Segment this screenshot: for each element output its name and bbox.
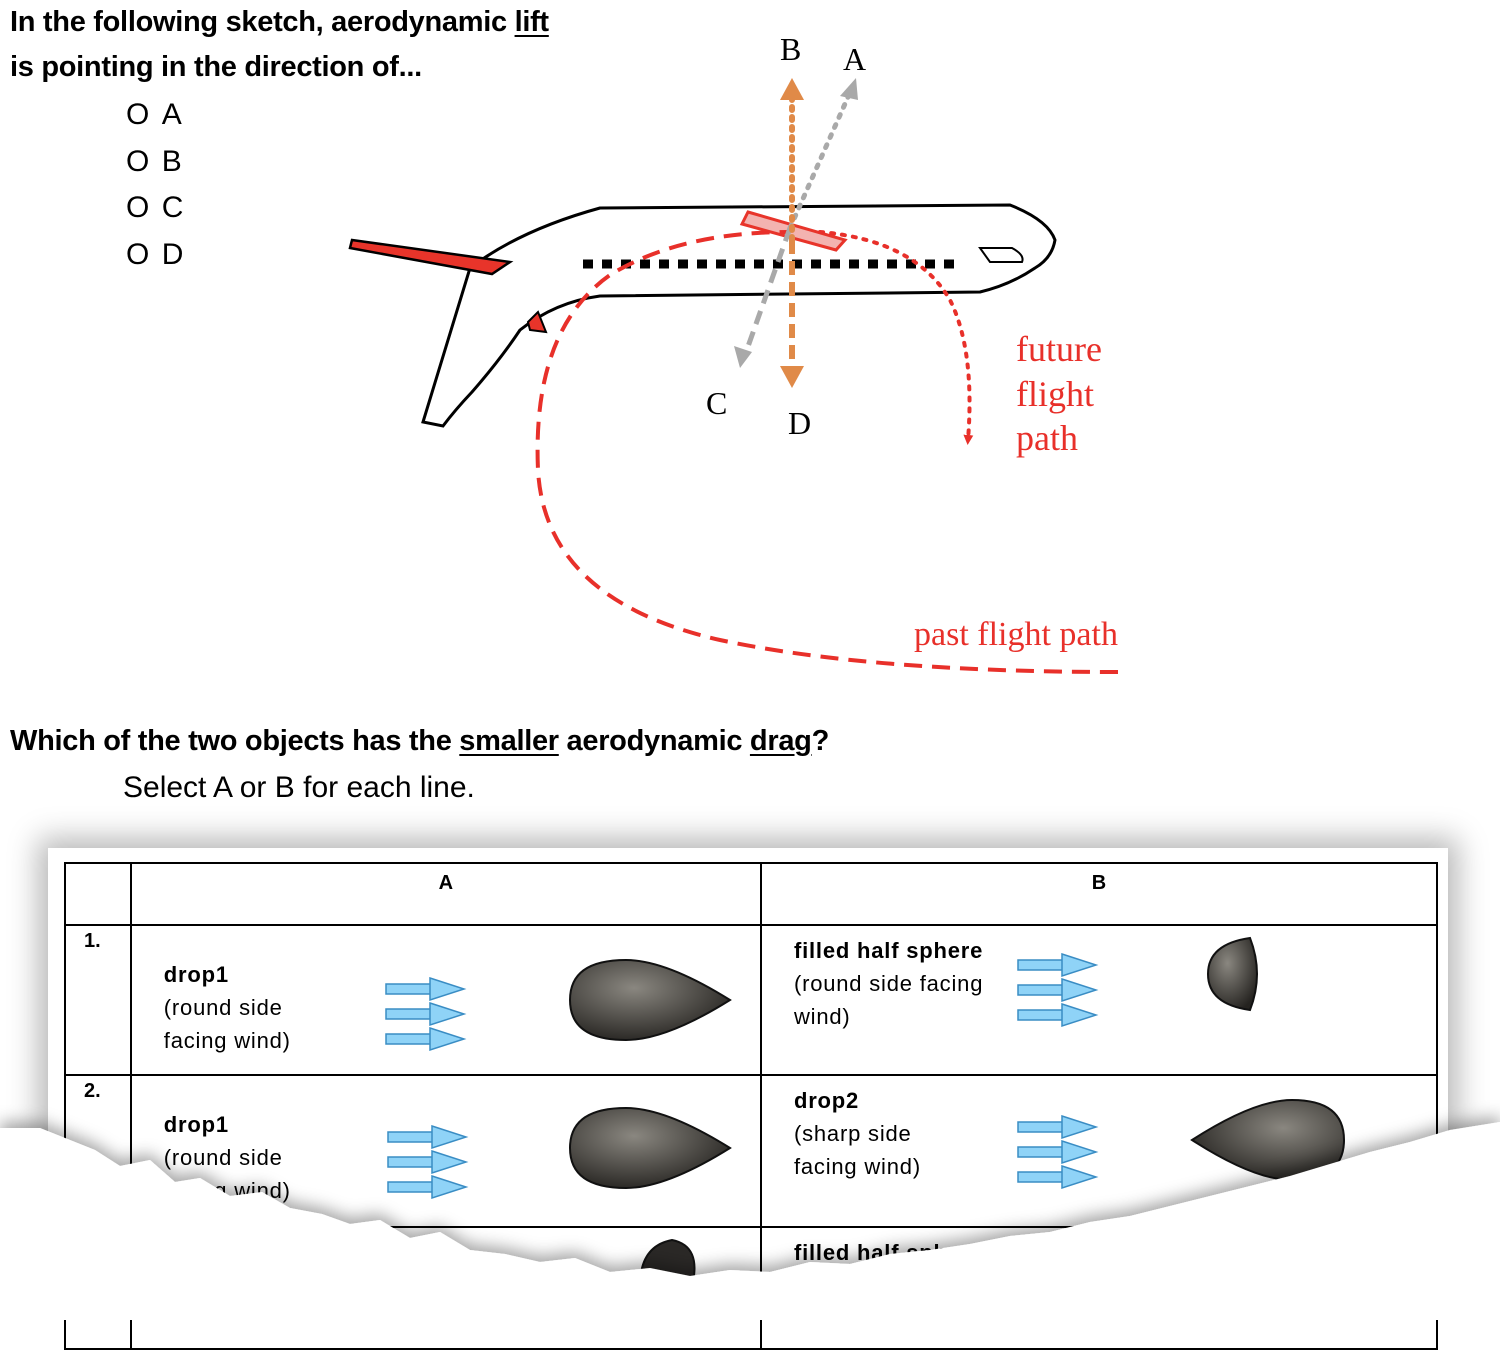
wind-arrows-icon [1017, 952, 1099, 1028]
cockpit-window-icon [978, 247, 1024, 263]
past-flight-path-line [535, 230, 1119, 674]
option-a[interactable]: O A [126, 92, 183, 139]
question2-text: Which of the two objects has the [10, 725, 460, 757]
ventral-fin-icon [526, 310, 548, 334]
arrow-a-head-icon [840, 78, 858, 100]
wind-arrows-icon [1017, 1114, 1099, 1190]
row1-option-a[interactable]: drop1 (round side facing wind) [129, 924, 762, 1076]
arrow-a-line [787, 85, 855, 231]
row-number: 2. [84, 1080, 101, 1102]
arrow-label-a: A [843, 41, 866, 77]
option-label: B [161, 144, 182, 178]
radio-circle-icon[interactable]: O [126, 237, 150, 271]
row2-option-b[interactable]: drop2 (sharp side facing wind) [759, 1074, 1439, 1228]
wind-arrows-icon [387, 1124, 469, 1200]
torn-paper-edge [0, 1122, 1500, 1320]
question1-keyword: lift [514, 6, 550, 38]
airplane-sketch: B A C D future flight path past flight p… [348, 31, 1119, 674]
drop-shape-icon [568, 958, 732, 1042]
object-name: drop2 [793, 1088, 860, 1113]
table-row: 1. drop1 (round side facing wind) f [64, 924, 1439, 1076]
object-description: facing wind) [163, 1028, 291, 1053]
object-description: (round side facing [793, 971, 984, 996]
question2-keyword-smaller: smaller [459, 725, 559, 757]
arrow-label-d: D [788, 405, 811, 441]
arrow-label-c: C [706, 385, 727, 421]
question2-prompt: Which of the two objects has the smaller… [10, 719, 1110, 763]
option-c[interactable]: O C [126, 185, 183, 232]
drop-shape-icon [568, 1106, 732, 1190]
future-path-label-3: path [1016, 418, 1078, 458]
header-b: B [759, 862, 1439, 926]
question2-instruction: Select A or B for each line. [123, 771, 475, 804]
object-description: (sharp side [793, 1121, 912, 1146]
future-flight-path-line [818, 230, 974, 445]
object-description: (round side [163, 1145, 283, 1170]
tail-fin-icon [348, 238, 514, 276]
option-label: A [161, 98, 182, 131]
header-a: A [129, 862, 762, 926]
object-description: (round side [163, 995, 283, 1020]
half-sphere-icon [1206, 936, 1258, 1012]
arrow-label-b: B [780, 31, 801, 67]
object-name: filled half sphere [793, 938, 984, 963]
past-path-label: past flight path [914, 616, 1118, 653]
object-description: facing wind) [793, 1154, 921, 1179]
answer-options: O A O B O C O D [126, 92, 183, 278]
row1-option-b[interactable]: filled half sphere (round side facing wi… [759, 924, 1439, 1076]
arrow-c-line [742, 227, 793, 356]
table-header-row: A B [64, 862, 1439, 926]
radio-circle-icon[interactable]: O [126, 98, 150, 131]
question2-text-end: ? [811, 725, 830, 757]
arrow-d-head-icon [780, 366, 804, 388]
arrow-c-head-icon [734, 346, 752, 368]
question1-text: In the following sketch, aerodynamic [10, 6, 515, 38]
future-path-label-2: flight [1016, 374, 1094, 414]
header-a-label: A [438, 872, 454, 894]
wind-arrows-icon [385, 976, 467, 1052]
question1-prompt: In the following sketch, aerodynamic lif… [10, 0, 630, 90]
row-number: 1. [84, 930, 101, 952]
radio-circle-icon[interactable]: O [126, 191, 150, 224]
arrow-b-head-icon [780, 78, 804, 100]
option-label: D [161, 237, 184, 271]
future-path-label-1: future [1016, 329, 1102, 369]
option-b[interactable]: O B [126, 139, 183, 186]
question2-text-mid: aerodynamic [558, 725, 750, 757]
table-row: 2. drop1 (round side facing wind) d [64, 1074, 1439, 1228]
object-name: drop1 [163, 1112, 229, 1137]
radio-circle-icon[interactable]: O [126, 144, 150, 178]
question1-text-line2: is pointing in the direction of... [10, 51, 422, 83]
option-d[interactable]: O D [126, 232, 183, 279]
option-label: C [161, 191, 184, 224]
header-b-label: B [1091, 872, 1107, 894]
object-description: wind) [793, 1004, 851, 1029]
header-empty-cell [64, 862, 132, 926]
row-number-cell: 1. [64, 924, 132, 1076]
question2-keyword-drag: drag [749, 725, 812, 757]
row2-option-a[interactable]: drop1 (round side facing wind) [129, 1074, 762, 1228]
object-name: drop1 [163, 962, 229, 987]
